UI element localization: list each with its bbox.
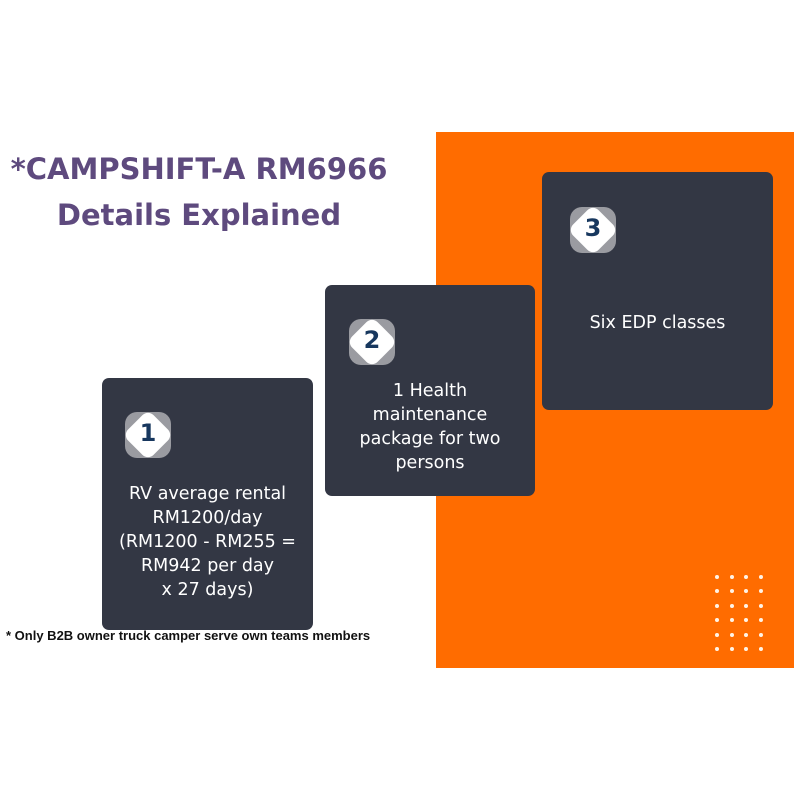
- card-1: 1 RV average rental RM1200/day (RM1200 -…: [102, 378, 313, 630]
- card-text-line: RV average rental: [128, 484, 287, 504]
- dot: [759, 575, 764, 579]
- dot: [715, 646, 719, 651]
- badge-number: 2: [363, 326, 381, 354]
- badge-number: 3: [584, 214, 602, 242]
- dot: [744, 603, 749, 608]
- dot: [744, 589, 749, 594]
- dot: [729, 603, 734, 608]
- dot-grid-decoration: [715, 575, 765, 653]
- number-badge-2: 2: [345, 315, 399, 369]
- title-line-1: *CAMPSHIFT-A RM6966: [10, 152, 388, 186]
- dot: [744, 575, 749, 579]
- card-text-line: maintenance: [372, 405, 488, 425]
- dot: [744, 618, 749, 623]
- number-badge-3: 3: [566, 203, 620, 257]
- card-text-line: RM1200/day: [152, 508, 263, 528]
- page-title: *CAMPSHIFT-A RM6966 Details Explained: [0, 146, 398, 238]
- number-badge-1: 1: [121, 408, 175, 462]
- dot: [729, 632, 734, 637]
- card-text-line: Six EDP classes: [589, 313, 726, 333]
- card-text-line: persons: [395, 453, 465, 473]
- card-text-line: (RM1200 - RM255 =: [119, 532, 296, 552]
- dot: [729, 646, 734, 651]
- dot: [715, 632, 719, 637]
- badge-number: 1: [139, 419, 157, 447]
- dot: [729, 618, 734, 623]
- dot: [715, 618, 719, 623]
- dot: [759, 618, 764, 623]
- dot: [759, 589, 764, 594]
- card-text-line: 1 Health: [392, 381, 468, 401]
- footnote: * Only B2B owner truck camper serve own …: [6, 628, 371, 643]
- dot: [744, 632, 749, 637]
- card-text-line: RM942 per day: [140, 556, 275, 576]
- dot: [759, 632, 764, 637]
- title-line-2: Details Explained: [56, 198, 342, 232]
- dot: [729, 575, 734, 579]
- card-text-line: x 27 days): [161, 580, 254, 600]
- dot: [715, 589, 719, 594]
- dot: [729, 589, 734, 594]
- card-3: 3 Six EDP classes: [542, 172, 773, 410]
- dot: [759, 646, 764, 651]
- dot: [715, 603, 719, 608]
- card-text-line: package for two: [359, 429, 501, 449]
- dot: [715, 575, 719, 579]
- dot: [744, 646, 749, 651]
- dot: [759, 603, 764, 608]
- card-2: 2 1 Health maintenance package for two p…: [325, 285, 535, 496]
